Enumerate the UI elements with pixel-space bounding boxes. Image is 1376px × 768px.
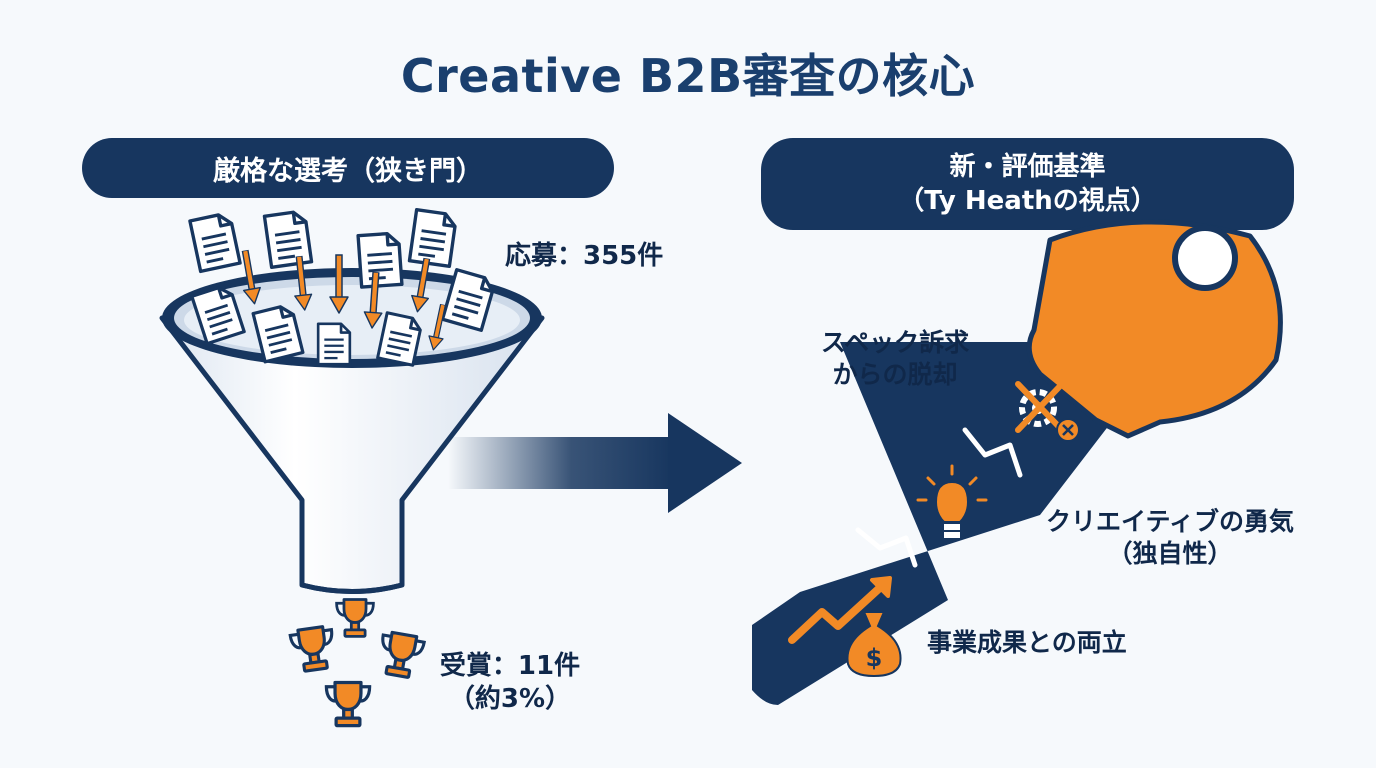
- criterion-creative-line2: （独自性）: [1107, 539, 1233, 568]
- applications-count: 応募：355件: [505, 241, 664, 271]
- awards-line2: （約3%）: [448, 684, 572, 715]
- left-header-badge: 厳格な選考（狭き門）: [82, 138, 614, 198]
- trophy-icon: [288, 623, 339, 675]
- document-icon: [356, 231, 404, 289]
- right-header-line1: 新・評価基準: [949, 152, 1106, 182]
- criterion-business: 事業成果との両立: [927, 628, 1127, 657]
- gear-cross-icon: [1015, 381, 1080, 442]
- criterion-creative: クリエイティブの勇気 （独自性）: [1020, 506, 1320, 570]
- key-icon: [752, 219, 1283, 705]
- awards-line1: 受賞：11件: [439, 651, 581, 681]
- criterion-spec-line2: からの脱却: [832, 360, 958, 389]
- document-icon: [375, 311, 425, 367]
- awards-count: 受賞：11件 （約3%）: [425, 650, 595, 717]
- trophy-icon: [324, 680, 372, 728]
- criterion-spec-line1: スペック訴求: [820, 328, 970, 357]
- trophy-group: [288, 598, 427, 728]
- document-icon: [262, 208, 314, 270]
- arrow-right-icon: [448, 413, 742, 513]
- trophy-icon: [335, 598, 375, 638]
- lightbulb-icon: [916, 464, 988, 538]
- left-header-text: 厳格な選考（狭き門）: [213, 155, 483, 187]
- document-icon: [316, 322, 352, 366]
- right-header-badge: 新・評価基準 （Ty Heathの視点）: [761, 138, 1294, 230]
- document-icon: [188, 210, 242, 274]
- document-icon: [407, 207, 459, 269]
- criterion-creative-line1: クリエイティブの勇気: [1045, 507, 1294, 536]
- page-title: Creative B2B審査の核心: [400, 49, 976, 103]
- right-header-line2: （Ty Heathの視点）: [898, 186, 1157, 216]
- growth-money-icon: $: [788, 576, 902, 678]
- criterion-spec: スペック訴求 からの脱却: [800, 327, 990, 391]
- dollar-icon: $: [846, 611, 902, 678]
- svg-text:$: $: [866, 644, 883, 672]
- trophy-icon: [375, 629, 427, 681]
